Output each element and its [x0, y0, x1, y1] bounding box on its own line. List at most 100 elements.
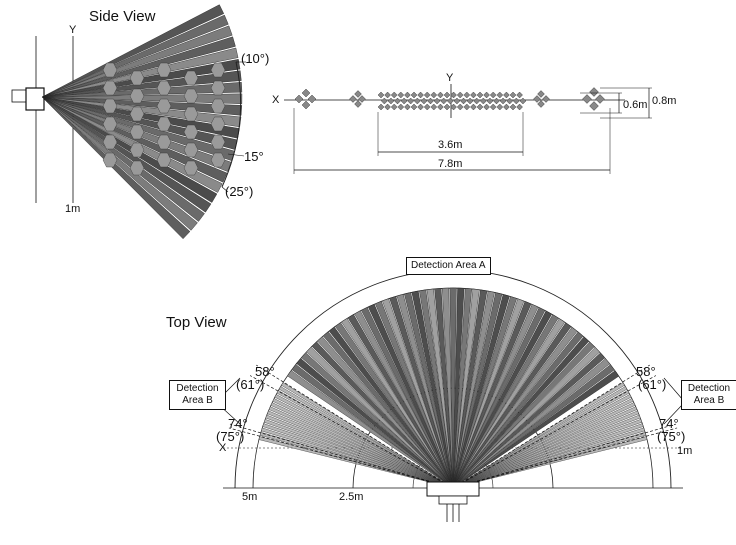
front-zone-marker	[512, 97, 520, 105]
detection-area-a-beam	[452, 364, 615, 489]
front-zone-marker	[453, 97, 461, 105]
angle-74-right-label: 74°	[659, 416, 679, 431]
detection-area-b-beam	[452, 394, 632, 489]
front-zone-marker	[483, 103, 490, 111]
detection-area-b-beam	[278, 386, 454, 489]
detection-area-a-beam	[317, 336, 454, 489]
front-zone-marker	[516, 103, 523, 111]
detection-area-a-beam	[426, 288, 454, 489]
front-zone-marker	[443, 103, 451, 111]
detection-area-a-beam	[452, 296, 518, 489]
front-zone-marker	[533, 95, 541, 103]
side-beam-cell	[210, 134, 226, 150]
detection-area-b-beam	[281, 382, 454, 489]
front-zone-marker	[423, 91, 431, 99]
front-zone-marker	[450, 103, 457, 111]
side-beam-cell	[183, 142, 199, 158]
side-beam-cell	[156, 116, 172, 132]
front-width-outer-label: 7.8m	[438, 158, 463, 170]
front-zone-marker	[509, 103, 517, 111]
front-zone-marker	[380, 97, 388, 105]
front-zone-marker	[390, 103, 398, 111]
front-zone-marker	[407, 97, 415, 105]
front-zone-marker	[595, 94, 605, 104]
detection-area-a-beam	[452, 336, 590, 489]
side-view-angle-10: (10°)	[241, 51, 270, 66]
front-zone-marker	[377, 103, 385, 111]
detection-area-a-beam	[334, 322, 454, 489]
detection-area-a-beam	[452, 287, 465, 489]
side-beam-cell	[129, 106, 145, 122]
front-zone-marker	[589, 87, 599, 97]
boundary-61-left	[249, 375, 454, 489]
front-zone-marker	[483, 91, 490, 99]
detection-area-b-beam	[274, 394, 454, 489]
side-beam-cell	[156, 152, 172, 168]
side-view-distance-label: 1m	[65, 203, 81, 215]
angle-58-left-label: 58°	[255, 364, 275, 379]
detection-area-b-left-label: Detection Area B	[169, 380, 226, 410]
detection-area-b-beam	[452, 382, 625, 489]
front-zone-marker	[460, 97, 467, 105]
detection-area-a-beam	[452, 294, 510, 489]
side-angle-15-leader	[227, 153, 245, 157]
front-zone-marker	[301, 100, 311, 110]
side-beam	[41, 96, 218, 203]
front-zone-marker	[473, 97, 481, 105]
front-zone-marker	[450, 91, 457, 99]
detection-area-b-beam	[452, 427, 645, 489]
detection-area-a-beam	[434, 288, 454, 489]
front-zone-marker	[509, 91, 517, 99]
detection-area-b-beam	[452, 386, 628, 489]
side-beam	[41, 25, 233, 98]
front-view-pattern	[284, 84, 652, 174]
front-zone-marker	[542, 95, 550, 103]
side-beam-cell	[156, 98, 172, 114]
detection-area-b-beam	[452, 423, 644, 489]
front-zone-marker	[489, 91, 497, 99]
detection-area-b-right-label: Detection Area B	[681, 380, 736, 410]
boundary-58-right	[452, 364, 650, 489]
front-zone-marker	[437, 91, 444, 99]
side-beam-cell	[102, 134, 118, 150]
front-zone-marker	[354, 100, 362, 108]
front-zone-marker	[466, 97, 474, 105]
area-b-right-arrow-down	[663, 403, 684, 425]
side-beam	[41, 96, 212, 213]
detection-area-b-beam	[452, 402, 636, 489]
front-zone-marker	[427, 97, 434, 105]
detection-area-a-label: Detection Area A	[406, 257, 491, 275]
side-beam	[41, 96, 223, 193]
front-zone-marker	[456, 103, 464, 111]
detection-area-a-beam	[452, 288, 473, 489]
detection-area-b-beam	[452, 406, 638, 489]
detection-area-a-beam	[452, 318, 566, 489]
boundary-75-left	[228, 427, 454, 489]
top-view-diagram	[217, 269, 684, 522]
side-beam-cell	[210, 80, 226, 96]
top-view-x-axis-label: X	[219, 442, 227, 454]
front-zone-marker	[479, 97, 487, 105]
front-zone-marker	[397, 91, 405, 99]
front-zone-marker	[470, 103, 477, 111]
side-beam	[41, 96, 205, 222]
front-zone-marker	[589, 101, 599, 111]
front-zone-marker	[437, 103, 444, 111]
detection-area-a-beam	[419, 289, 454, 489]
front-height-inner-label: 0.6m	[623, 99, 648, 111]
detection-area-a-beam	[452, 322, 572, 489]
front-zone-marker	[301, 88, 311, 98]
front-zone-marker	[377, 91, 385, 99]
side-beam	[41, 96, 198, 231]
side-beam-cell	[210, 116, 226, 132]
front-zone-marker	[433, 97, 441, 105]
side-beam-cell	[183, 88, 199, 104]
detection-area-a-beam	[396, 294, 454, 489]
front-zone-marker	[410, 103, 418, 111]
side-beam	[41, 96, 191, 240]
detection-area-b-beam	[452, 414, 641, 489]
front-zone-marker	[470, 91, 477, 99]
side-beam-cell	[102, 152, 118, 168]
boundary-74-left	[229, 423, 454, 489]
detection-area-a-beam	[452, 370, 620, 489]
